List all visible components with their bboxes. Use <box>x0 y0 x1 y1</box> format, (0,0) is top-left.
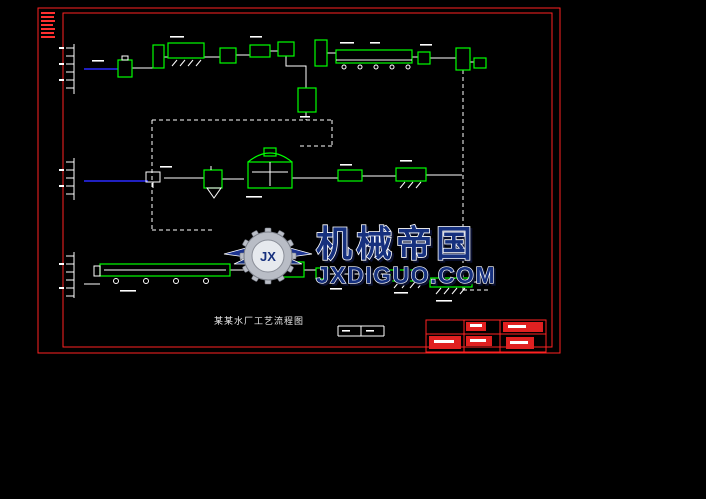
gear-logo-text: JX <box>260 249 276 264</box>
watermark-title: 机械帝国 <box>316 223 476 264</box>
revision-notes <box>41 12 55 38</box>
support-hatch-marks <box>171 59 466 295</box>
title-block <box>425 319 547 353</box>
equipment-basin-1 <box>395 167 427 182</box>
elevation-marker-top <box>59 44 75 94</box>
equipment-box-1 <box>219 47 237 64</box>
equipment-basin-2 <box>389 269 425 282</box>
tiny-label-marks <box>92 36 452 302</box>
equipment-hopper-1 <box>297 87 317 113</box>
drawing-caption: 某某水厂工艺流程图 <box>214 315 304 326</box>
conveyor-details <box>93 59 412 284</box>
equipment-conveyor-top <box>335 49 413 64</box>
elevation-marker-middle <box>59 158 75 200</box>
dashed-recycle-lines <box>151 70 488 291</box>
equipment-column-1 <box>152 44 165 69</box>
equipment-box-8 <box>315 267 329 280</box>
equipment-basin-3 <box>429 277 473 288</box>
watermark: JX 机械帝国 JXDIGUO.COM <box>223 222 496 289</box>
equipment-tank-1 <box>167 42 205 59</box>
equipment-box-5 <box>473 57 487 69</box>
equipment-box-6 <box>337 169 363 182</box>
sheet-frame <box>37 7 561 354</box>
piping-lines <box>84 50 492 285</box>
equipment-box-3 <box>277 41 295 57</box>
flow-line-blue <box>84 68 148 182</box>
equipment-box-2 <box>249 44 271 58</box>
equipment-column-2 <box>314 39 328 67</box>
equipment-box-4 <box>417 51 431 65</box>
scale-table <box>337 325 385 337</box>
equipment-column-3 <box>455 47 471 71</box>
elevation-marker-bottom <box>59 252 75 298</box>
watermark-domain: JXDIGUO.COM <box>316 262 496 288</box>
equipment-storage-tank <box>247 147 293 189</box>
gear-logo-icon: JX <box>239 227 297 285</box>
